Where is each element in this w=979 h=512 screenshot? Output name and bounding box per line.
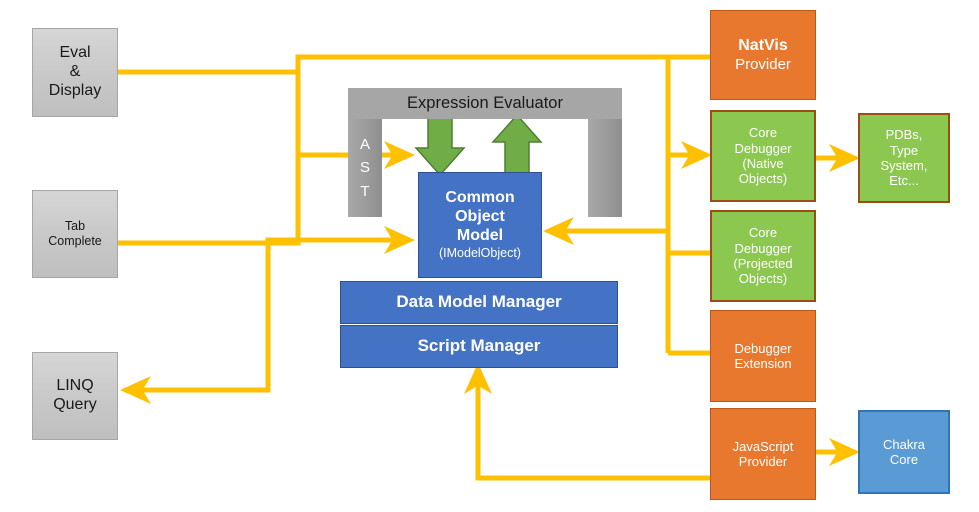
pdbs-line-2: Type	[889, 142, 919, 158]
eval-display-line-2: &	[69, 63, 81, 81]
core-debugger-projected-line-3: (Projected	[733, 256, 793, 271]
linq-query-line-2: Query	[53, 396, 97, 413]
javascript-provider-line-2: Provider	[738, 454, 788, 469]
chakra-core-line-2: Core	[889, 452, 919, 467]
debugger-extension-line-2: Extension	[734, 356, 792, 371]
data-model-manager-label: Data Model Manager	[396, 292, 562, 312]
wire-eval-to-natvis	[118, 54, 710, 75]
linq-query-line-1: LINQ	[56, 377, 94, 395]
core-debugger-projected-line-4: Objects)	[738, 271, 788, 287]
chakra-core-box[interactable]: Chakra Core	[858, 410, 950, 494]
core-debugger-projected-line-2: Debugger	[734, 240, 792, 256]
client-box-tab-complete[interactable]: Tab Complete	[32, 190, 118, 278]
script-manager-label: Script Manager	[417, 336, 541, 356]
pdbs-line-3: System,	[880, 158, 928, 173]
core-debugger-native-box[interactable]: Core Debugger (Native Objects)	[710, 110, 816, 202]
core-debugger-native-line-2: Debugger	[734, 140, 792, 156]
pdbs-type-system-box[interactable]: PDBs, Type System, Etc...	[858, 113, 950, 203]
client-box-linq-query[interactable]: LINQ Query	[32, 352, 118, 440]
wire-javascript-to-scriptmanager	[464, 363, 710, 481]
core-debugger-native-line-1: Core	[748, 125, 778, 141]
com-line-2: Object	[455, 208, 505, 226]
wire-projected-to-com	[543, 216, 710, 256]
core-debugger-native-line-4: Objects)	[738, 171, 788, 187]
core-debugger-projected-box[interactable]: Core Debugger (Projected Objects)	[710, 210, 816, 302]
wire-tabcomplete-to-trunk	[118, 155, 301, 246]
tab-complete-line-2: Complete	[48, 234, 102, 248]
green-arrow-down-icon	[414, 114, 466, 177]
com-interface-label: (IModelObject)	[439, 245, 521, 260]
eval-display-line-1: Eval	[59, 44, 91, 62]
pdbs-line-4: Etc...	[889, 173, 919, 189]
chakra-core-line-1: Chakra	[883, 436, 925, 452]
data-model-manager-box[interactable]: Data Model Manager	[340, 281, 618, 324]
javascript-provider-line-1: JavaScript	[732, 438, 794, 454]
natvis-provider-line-1: NatVis	[738, 36, 788, 54]
debugger-extension-line-1: Debugger	[734, 340, 792, 356]
green-arrow-up-icon	[491, 113, 543, 176]
natvis-provider-line-2: Provider	[735, 55, 791, 73]
eval-display-line-3: Display	[48, 81, 102, 99]
wire-tabcomplete-to-com	[118, 226, 415, 255]
common-object-model-box[interactable]: Common Object Model (IModelObject)	[418, 172, 542, 278]
client-box-eval-display[interactable]: Eval & Display	[32, 28, 118, 117]
core-debugger-native-line-3: (Native	[742, 156, 784, 171]
wire-com-to-linq	[120, 243, 271, 404]
script-manager-box[interactable]: Script Manager	[340, 325, 618, 368]
core-debugger-projected-line-1: Core	[748, 225, 778, 241]
natvis-provider-box[interactable]: NatVis Provider	[710, 10, 816, 100]
com-line-3: Model	[456, 227, 504, 245]
javascript-provider-box[interactable]: JavaScript Provider	[710, 408, 816, 500]
debugger-extension-box[interactable]: Debugger Extension	[710, 310, 816, 402]
tab-complete-line-1: Tab	[64, 219, 86, 234]
pdbs-line-1: PDBs,	[885, 127, 923, 143]
com-line-1: Common	[445, 189, 515, 207]
expression-evaluator-title: Expression Evaluator	[348, 88, 622, 119]
